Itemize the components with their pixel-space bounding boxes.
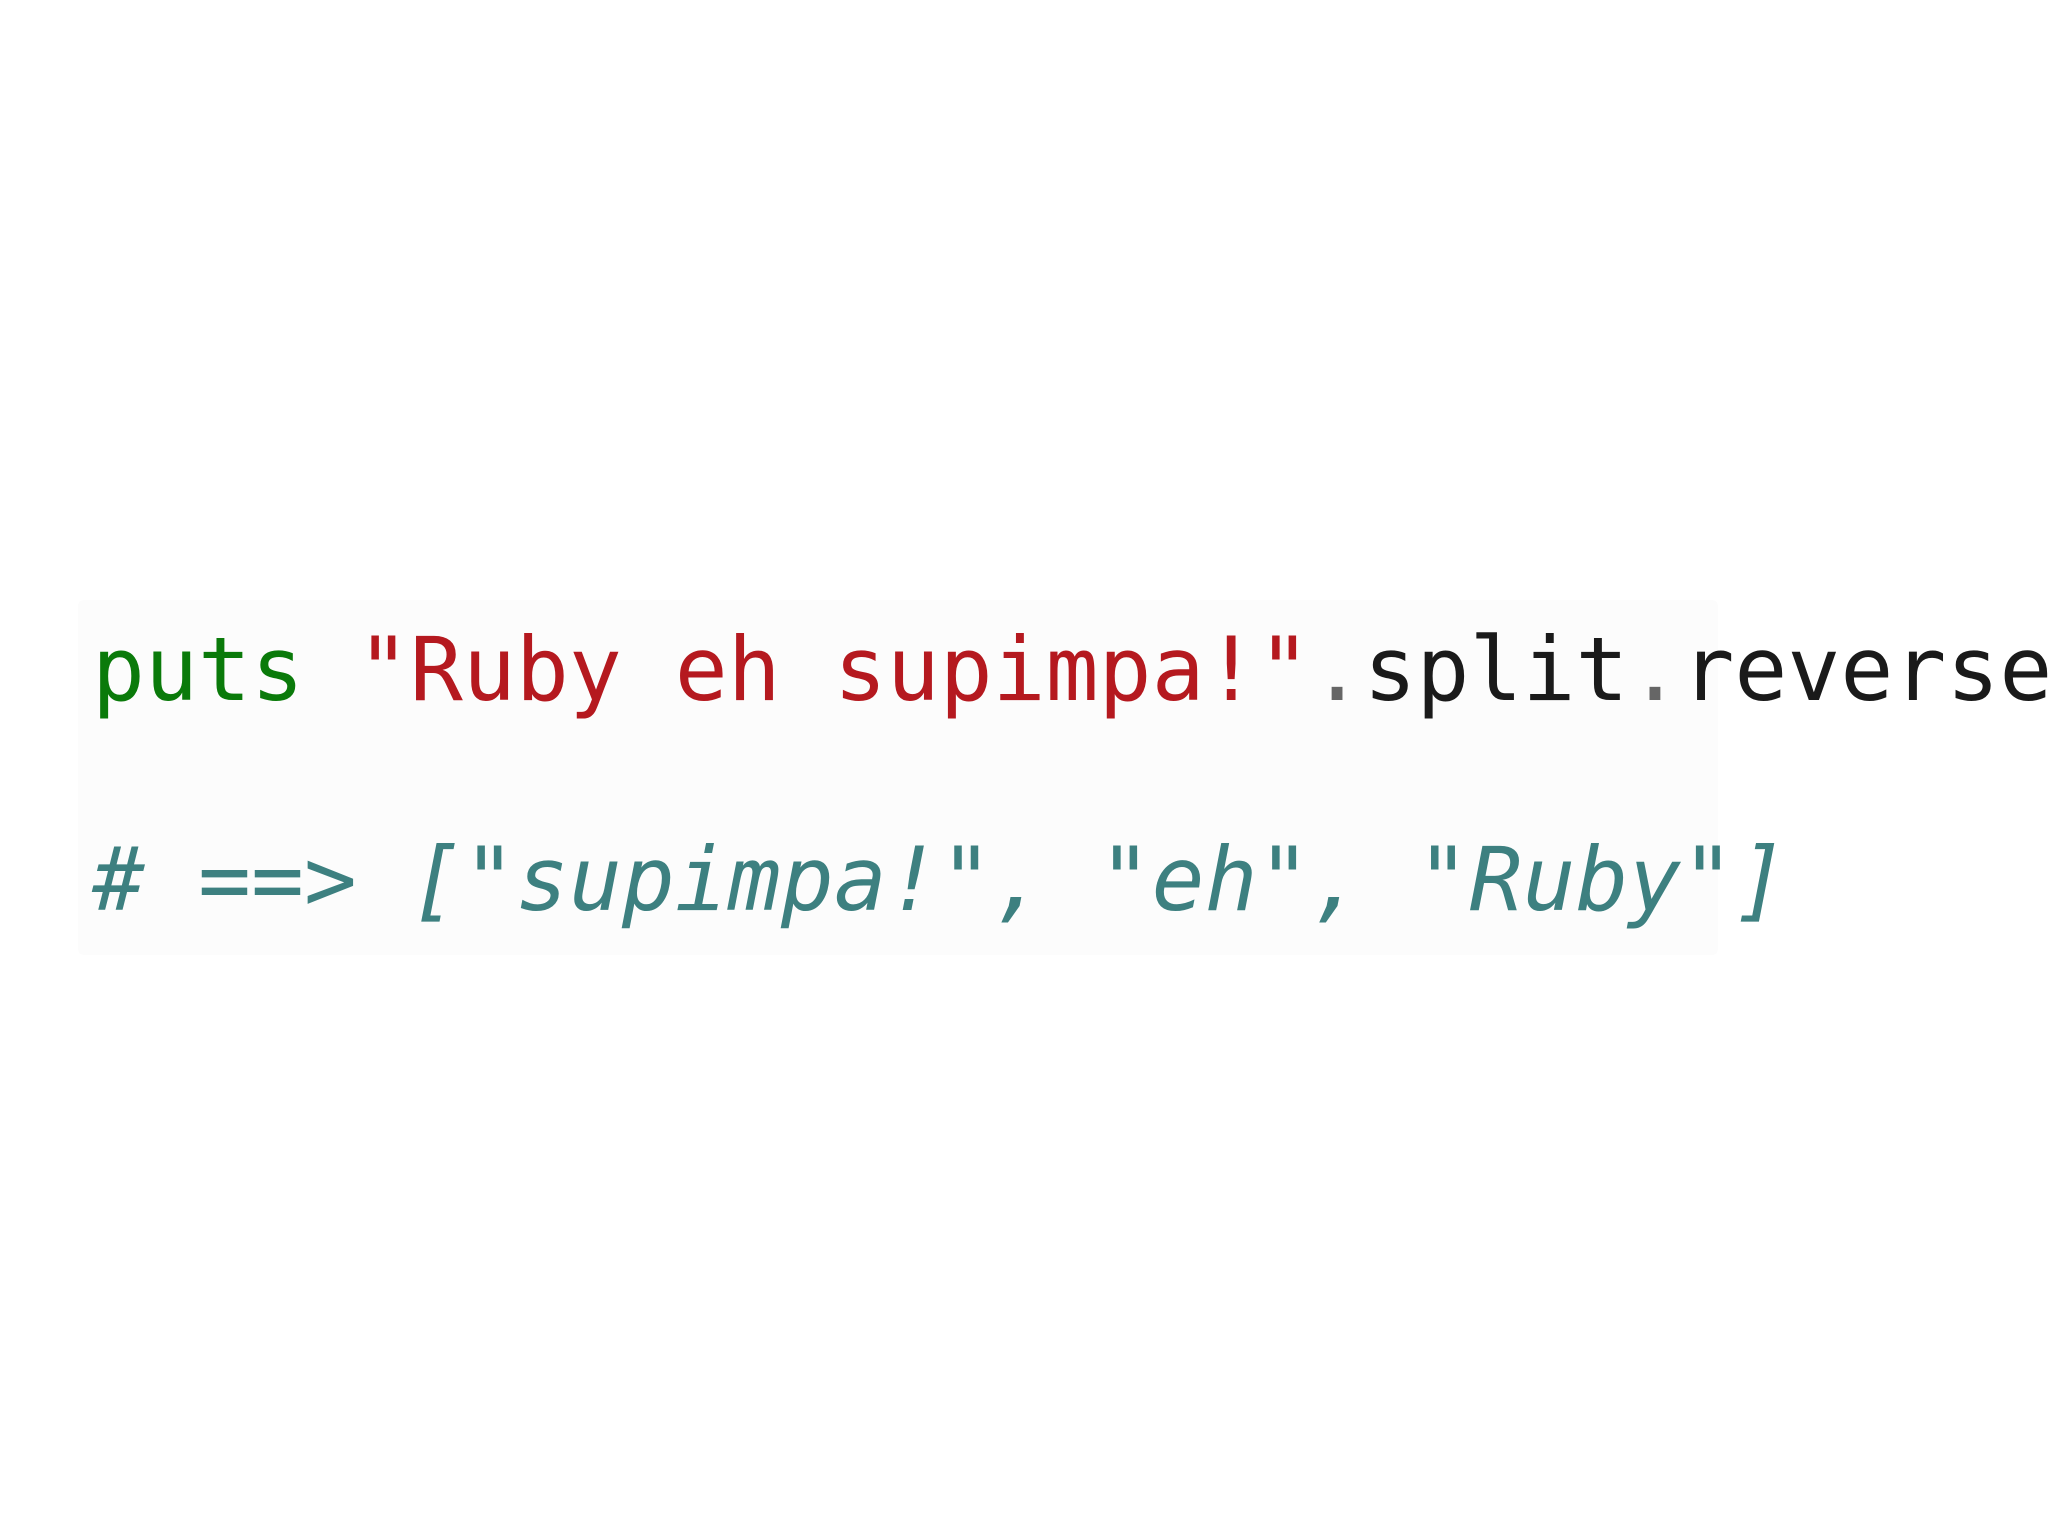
string-literal: "Ruby eh supimpa!": [356, 618, 1311, 721]
method-dot-1: .: [1310, 618, 1364, 721]
method-dot-2: .: [1628, 618, 1682, 721]
token-space: [304, 618, 357, 721]
method-reverse: reverse: [1681, 618, 2048, 721]
keyword-puts: puts: [92, 618, 304, 721]
code-line-1: puts "Ruby eh supimpa!".split.reverse: [92, 620, 2048, 720]
result-comment: # ==> ["supimpa!", "eh", "Ruby"]: [92, 828, 1788, 931]
code-line-2: # ==> ["supimpa!", "eh", "Ruby"]: [92, 830, 1787, 930]
code-block: [78, 600, 1718, 955]
method-split: split: [1363, 618, 1629, 721]
